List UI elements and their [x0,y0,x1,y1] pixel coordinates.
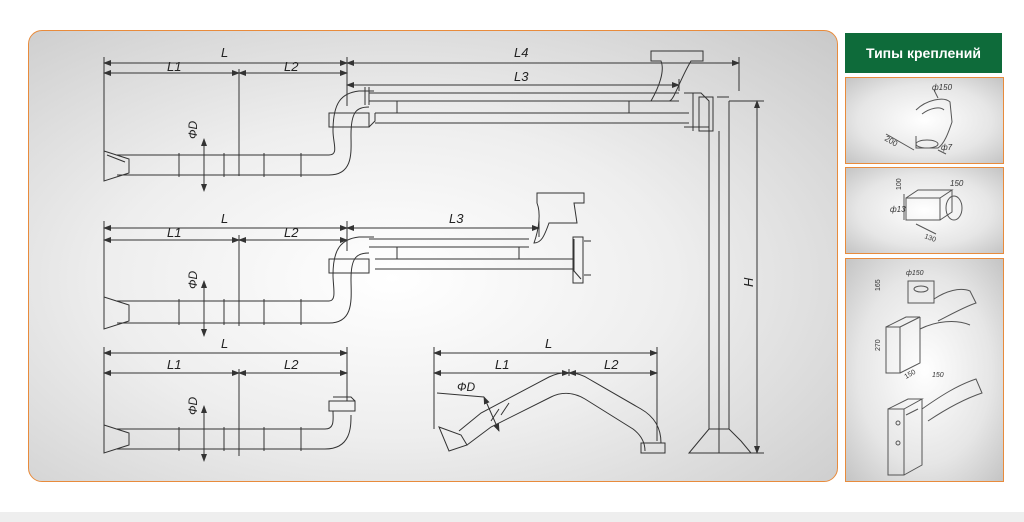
drawing-4-label-L1: L1 [495,357,509,372]
elbow-mount-drawing: ф150 200 ф7 [883,83,953,155]
mount-1-d1: ф150 [932,83,953,92]
drawing-1-label-H: H [741,277,756,287]
mount-2-d2: ф13 [890,205,906,214]
drawing-1-label-L: L [221,45,228,60]
mount-thumbnail-3[interactable]: ф150 165 270 150 150 [845,258,1004,482]
drawing-1-label-L3: L3 [514,69,529,84]
drawing-3-label-L: L [221,336,228,351]
drawing-2-label-L2: L2 [284,225,299,240]
mount-types-sidebar: Типы креплений [845,33,1002,73]
drawing-1-arm [103,50,764,454]
mount-2-w1: 100 [896,178,903,190]
mount-2-d1: 150 [950,179,964,188]
drawing-4-label-D: ФD [457,380,476,394]
mount-3-d: 150 [904,369,918,381]
drawing-2-arm [103,192,591,337]
drawing-1-label-D: ФD [186,120,200,139]
drawing-3-label-D: ФD [186,396,200,415]
sidebar-title: Типы креплений [845,33,1002,73]
mount-3-e: 150 [932,372,944,379]
drawing-3-label-L1: L1 [167,357,181,372]
drawing-4-label-L: L [545,336,552,351]
mount-1-w: 200 [883,134,900,149]
main-drawing-panel: L L4 L1 L2 L3 ФD H L L1 L2 L3 ФD L L1 L2… [28,30,838,482]
drawing-2-label-L1: L1 [167,225,181,240]
drawing-3-arm [103,347,356,462]
mount-3-c: 270 [875,339,882,351]
drawing-1-label-L2: L2 [284,59,299,74]
footer-strip [0,512,1024,522]
wall-bracket-mount-drawing: ф150 165 270 150 150 [875,270,983,476]
drawing-1-label-L4: L4 [514,45,528,60]
technical-drawing: L L4 L1 L2 L3 ФD H L L1 L2 L3 ФD L L1 L2… [103,45,764,462]
drawing-4-arm [433,347,666,454]
drawing-3-label-L2: L2 [284,357,299,372]
drawing-2-label-L3: L3 [449,211,464,226]
mount-2-w2: 130 [923,233,936,244]
mount-thumbnail-2[interactable]: 150 ф13 100 130 [845,167,1004,254]
mount-1-d2: ф7 [941,143,953,152]
drawing-4-label-L2: L2 [604,357,619,372]
mount-thumbnail-1[interactable]: ф150 200 ф7 [845,77,1004,164]
drawing-2-label-D: ФD [186,270,200,289]
drawing-1-label-L1: L1 [167,59,181,74]
drawing-2-label-L: L [221,211,228,226]
mount-3-a: ф150 [906,270,924,277]
mount-3-b: 165 [875,279,882,291]
plate-mount-drawing: 150 ф13 100 130 [890,178,964,244]
